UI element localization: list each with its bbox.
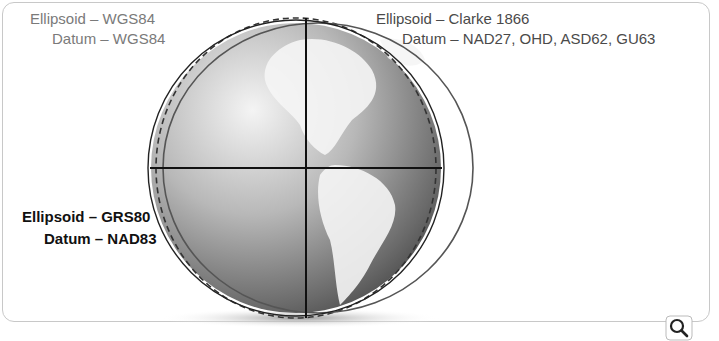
annotation-label: Ellipsoid – Clarke 1866 xyxy=(374,10,531,28)
globe-sphere xyxy=(151,23,441,313)
equator-axis xyxy=(150,167,442,169)
annotation-label: Datum – NAD27, OHD, ASD62, GU63 xyxy=(400,30,657,48)
annotation-label: Ellipsoid – GRS80 xyxy=(20,208,152,226)
wgs84-ellipsoid xyxy=(148,20,444,316)
zoom-icon xyxy=(666,316,692,340)
north-america xyxy=(265,39,377,155)
annotation-label: Ellipsoid – WGS84 xyxy=(28,10,157,28)
annotation-label: Datum – WGS84 xyxy=(50,30,167,48)
annotation-label: Datum – NAD83 xyxy=(42,230,159,248)
